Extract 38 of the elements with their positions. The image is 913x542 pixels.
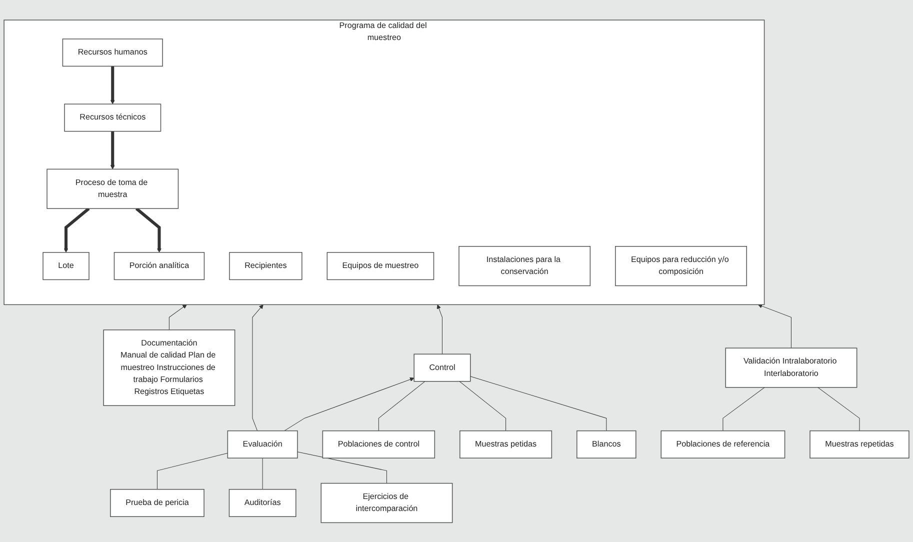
- connector: [459, 380, 506, 431]
- arrow: [110, 130, 115, 169]
- node-box: Muestras repetidas: [810, 430, 910, 458]
- node-box: Recursos humanos: [62, 38, 163, 66]
- connector: [156, 452, 228, 490]
- arrow: [284, 377, 414, 431]
- arrow: [758, 304, 792, 348]
- arrow: [135, 207, 162, 252]
- arrow: [64, 207, 90, 252]
- node-box: Instalaciones para la conservación: [458, 246, 591, 286]
- arrow: [252, 304, 264, 431]
- connector: [818, 386, 860, 431]
- connector: [470, 376, 607, 431]
- node-box: Proceso de toma de muestra: [46, 168, 179, 209]
- node-box: Equipos de muestreo: [326, 252, 434, 280]
- node-box: Poblaciones de referencia: [660, 430, 786, 458]
- node-box: Muestras petidas: [460, 430, 552, 458]
- connector: [722, 386, 765, 431]
- arrow: [436, 304, 442, 354]
- node-box: Prueba de pericia: [110, 488, 204, 517]
- node-box: Evaluación: [227, 430, 298, 458]
- node-box: Documentación Manual de calidad Plan de muestreo Instrucciones de trabajo Formularios Registros Etiquetas: [103, 329, 236, 406]
- arrow: [110, 66, 115, 104]
- node-box: Control: [414, 353, 471, 382]
- connector: [378, 380, 426, 431]
- node-box: Blancos: [576, 430, 636, 458]
- node-box: Poblaciones de control: [322, 430, 436, 458]
- arrow: [168, 304, 187, 330]
- connector: [262, 457, 263, 490]
- node-box: Recursos técnicos: [64, 103, 162, 132]
- node-box: Auditorías: [228, 488, 296, 517]
- connector: [297, 451, 387, 484]
- node-box: Validación Intralaboratorio Interlaboratorio: [725, 347, 858, 388]
- node-box: Equipos para reducción y/o composición: [615, 246, 747, 286]
- node-box: Lote: [42, 252, 90, 280]
- node-box: Ejercicios de intercomparación: [320, 482, 453, 523]
- node-box: Porción analítica: [114, 252, 205, 280]
- node-box: Recipientes: [229, 252, 302, 280]
